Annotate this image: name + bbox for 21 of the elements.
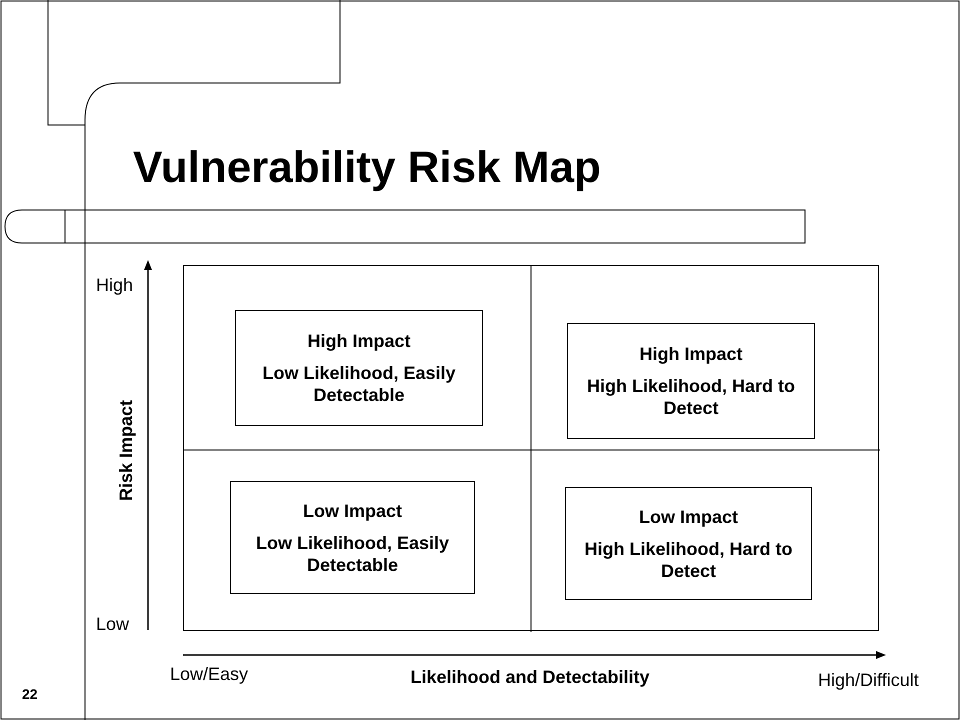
axis-title: Risk Impact [116,400,137,501]
axis-title: Likelihood and Detectability [410,667,650,688]
quadrant-box [230,481,475,594]
slide-title: Vulnerability Risk Map [133,143,601,193]
quadrant-description: Low Likelihood, Easily Detectable [261,362,457,406]
quadrant-box [567,323,815,439]
quadrant-heading: High Impact [639,343,742,365]
matrix-grid [183,265,879,631]
quadrant-box [235,310,483,426]
slide-number: 22 [22,686,38,702]
quadrant-heading: Low Impact [302,500,402,522]
quadrant-description: High Likelihood, Hard to Detect [586,375,796,419]
axis-tick-label: High [96,275,134,296]
axis-tick-label: Low [96,614,130,635]
quadrant-heading: High Impact [307,330,410,352]
quadrant-description: High Likelihood, Hard to Detect [584,538,794,582]
quadrant-box [565,487,812,600]
quadrant-heading: Low Impact [638,506,738,528]
axis-tick-label: Low/Easy [170,664,248,685]
quadrant-description: Low Likelihood, Easily Detectable [254,532,450,576]
axis-tick-label: High/Difficult [818,670,919,691]
